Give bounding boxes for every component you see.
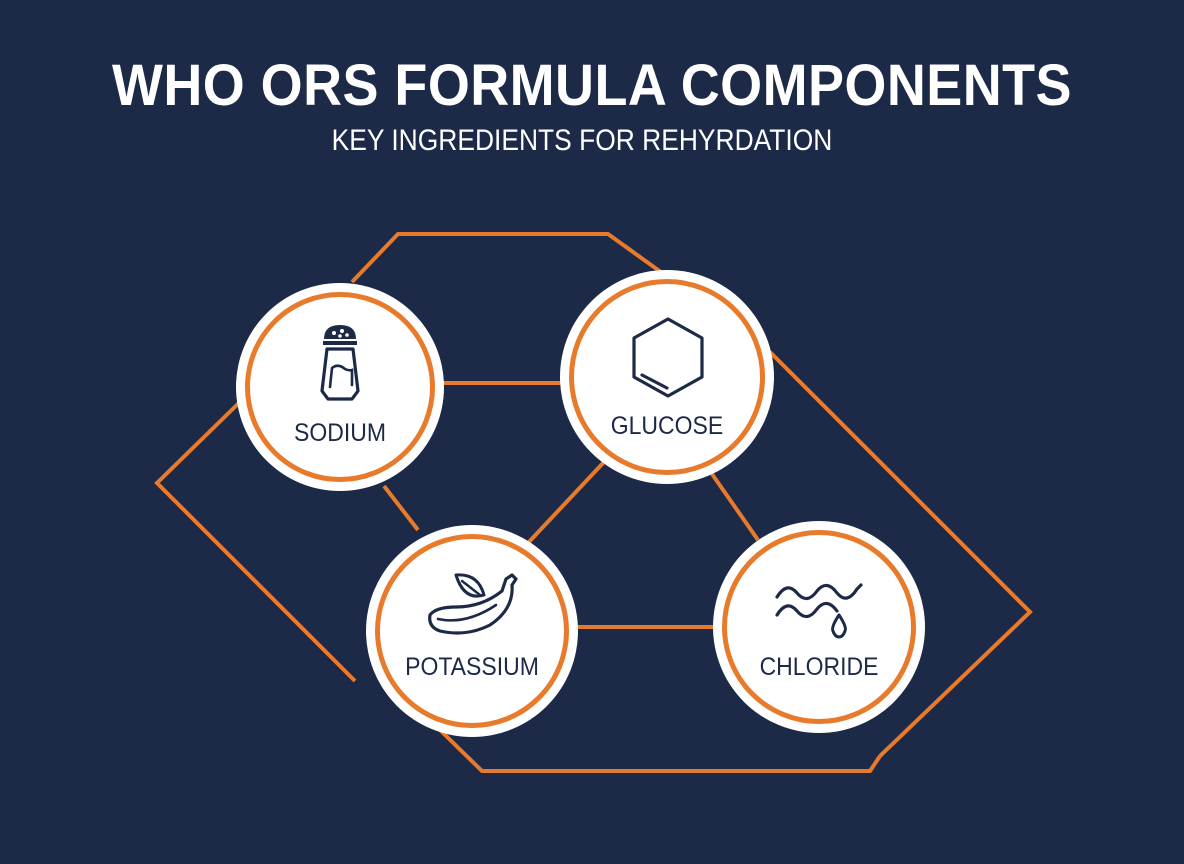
connector-glucose-chloride xyxy=(710,472,760,542)
node-ring xyxy=(569,279,765,475)
node-chloride: CHLORIDE xyxy=(713,521,925,733)
hexagon-ring-molecule-icon xyxy=(632,317,704,398)
component-label: CHLORIDE xyxy=(759,653,879,681)
node-ring xyxy=(375,534,569,728)
page-subtitle: KEY INGREDIENTS FOR REHYRDATION xyxy=(331,124,833,157)
outer-frame-bottom xyxy=(438,728,882,773)
outer-frame-top xyxy=(350,232,674,284)
component-label: SODIUM xyxy=(294,419,386,447)
connector-glucose-potassium xyxy=(526,460,606,545)
component-label: POTASSIUM xyxy=(405,653,539,681)
connector-sodium-potassium xyxy=(382,484,420,532)
salt-shaker-icon xyxy=(320,325,360,401)
outer-frame-right xyxy=(768,350,1033,758)
node-glucose: GLUCOSE xyxy=(560,270,774,484)
node-sodium: SODIUM xyxy=(236,283,444,491)
page-title: WHO ORS FORMULA COMPONENTS xyxy=(112,53,1072,118)
node-ring xyxy=(722,530,916,724)
outer-frame-left xyxy=(154,396,357,683)
node-ring xyxy=(245,292,435,482)
banana-leaf-icon xyxy=(428,573,518,635)
component-label: GLUCOSE xyxy=(610,412,724,440)
waves-droplet-icon xyxy=(775,583,863,639)
node-potassium: POTASSIUM xyxy=(366,525,578,737)
